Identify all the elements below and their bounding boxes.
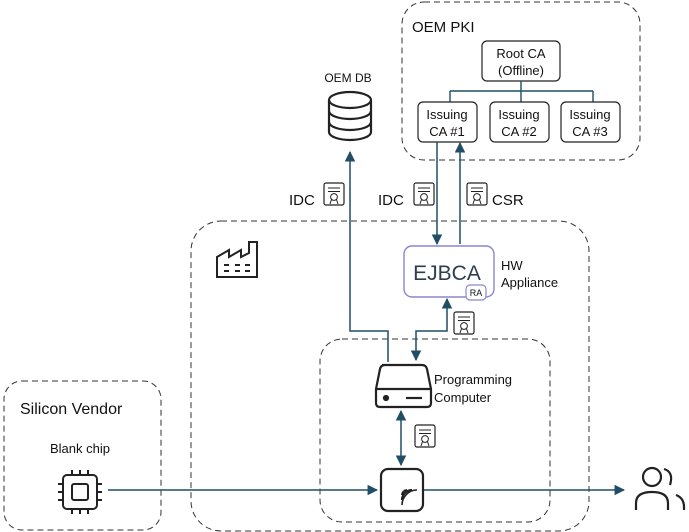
programming-computer-label: Programming	[434, 372, 512, 387]
issuing-ca-3-box[interactable]	[560, 101, 621, 143]
oem-pki-title: OEM PKI	[412, 19, 475, 36]
certificate-icon	[453, 311, 475, 335]
certificate-icon	[323, 182, 345, 206]
ra-badge	[465, 284, 487, 301]
csr-label: CSR	[492, 192, 524, 209]
ejbca-name: EJBCA	[413, 262, 481, 285]
chip-icon	[58, 470, 102, 514]
blank-chip-label: Blank chip	[50, 441, 110, 456]
hard-drive-icon[interactable]	[374, 363, 433, 409]
oem-pki-group	[401, 1, 641, 161]
silicon-vendor-group	[3, 380, 162, 531]
issuing-ca-2-number: CA #2	[501, 124, 536, 139]
ejbca-caption-line1: HW	[501, 258, 523, 273]
factory-icon	[216, 241, 258, 278]
nfc-programmer-icon[interactable]	[379, 467, 425, 513]
issuing-ca-2-label: Issuing	[498, 107, 539, 122]
users-icon	[634, 466, 686, 510]
idc-ca-label: IDC	[378, 192, 404, 209]
root-ca-sublabel: (Offline)	[498, 63, 544, 78]
programming-computer-sublabel: Computer	[434, 390, 492, 405]
ejbca-appliance-box[interactable]	[403, 245, 495, 298]
ejbca-pc-arrow	[410, 297, 453, 362]
certificate-icon	[414, 424, 436, 448]
issuing-ca-3-label: Issuing	[569, 107, 610, 122]
root-ca-label: Root CA	[496, 46, 545, 61]
database-icon	[327, 90, 373, 142]
issuing-ca-3-number: CA #3	[572, 124, 607, 139]
issuing-ca-1-box[interactable]	[417, 101, 478, 143]
pki-tree-connector	[449, 81, 594, 102]
pc-to-db-arrow	[344, 150, 389, 362]
certificate-icon	[466, 182, 488, 206]
oem-db-label: OEM DB	[324, 71, 371, 85]
certificate-icon	[413, 182, 435, 206]
ejbca-caption-line2: Appliance	[501, 275, 558, 290]
issuing-ca-1-number: CA #1	[429, 124, 464, 139]
issuing-ca-2-box[interactable]	[489, 101, 550, 143]
idc-db-label: IDC	[289, 192, 315, 209]
silicon-vendor-title: Silicon Vendor	[20, 401, 123, 418]
issuing-ca-1-label: Issuing	[426, 107, 467, 122]
ra-badge-text: RA	[470, 288, 483, 298]
factory-group	[190, 220, 590, 532]
